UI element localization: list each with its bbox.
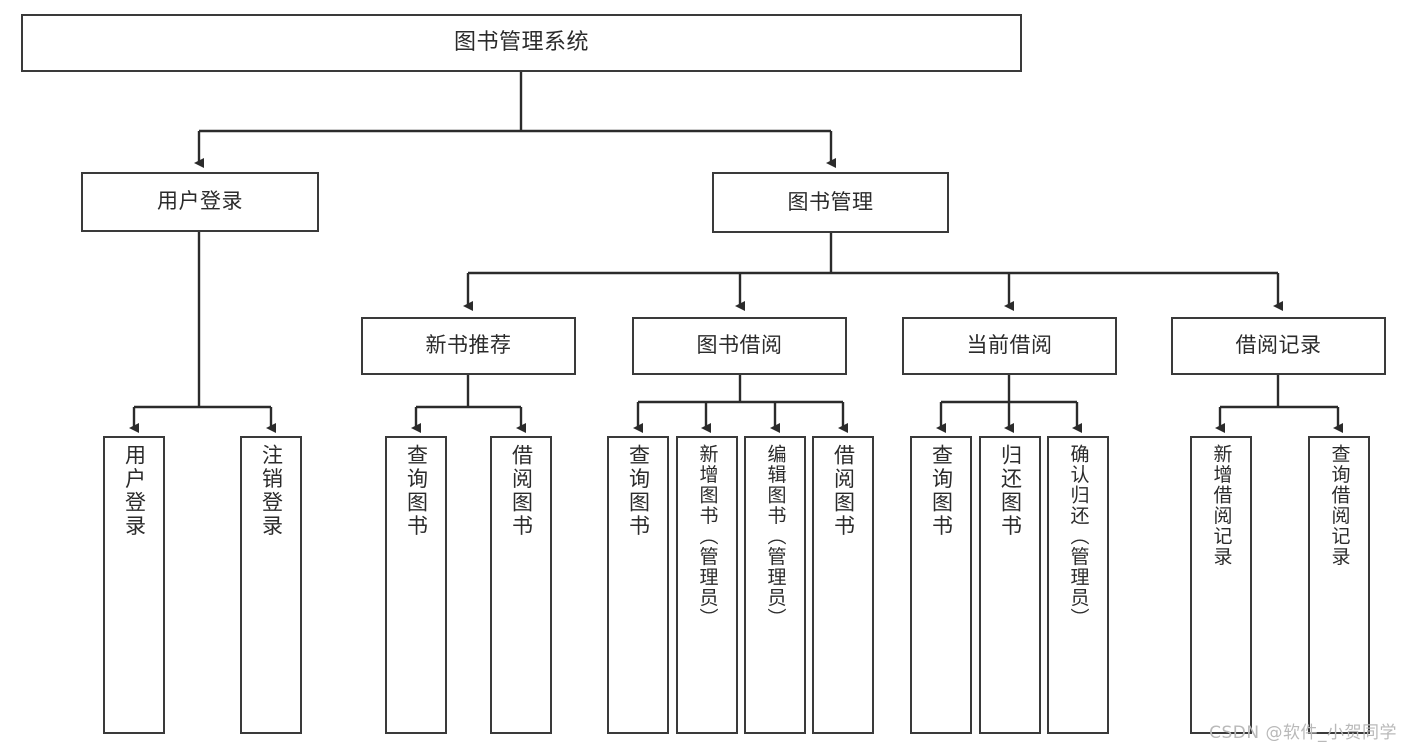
node-label: 查询图书 — [626, 444, 651, 538]
node-label: 图书借阅 — [696, 333, 783, 358]
node-label: 新书推荐 — [425, 333, 512, 358]
node-current-borrowing[interactable]: 当前借阅 — [902, 317, 1117, 375]
node-label: 查询图书 — [929, 444, 954, 538]
node-label: 归还图书 — [998, 444, 1023, 538]
leaf-edit-book-admin[interactable]: 编辑图书（管理员） — [744, 436, 806, 734]
leaf-add-borrowing-record[interactable]: 新增借阅记录 — [1190, 436, 1252, 734]
leaf-query-borrowing-record[interactable]: 查询借阅记录 — [1308, 436, 1370, 734]
leaf-add-book-admin[interactable]: 新增图书（管理员） — [676, 436, 738, 734]
node-label: 当前借阅 — [966, 333, 1053, 358]
node-book-borrowing[interactable]: 图书借阅 — [632, 317, 847, 375]
node-label: 用户登录 — [122, 444, 147, 538]
leaf-query-books-new-recommendation[interactable]: 查询图书 — [385, 436, 447, 734]
node-label: 借阅图书 — [509, 444, 534, 538]
leaf-user-login[interactable]: 用户登录 — [103, 436, 165, 734]
leaf-query-books-borrowing[interactable]: 查询图书 — [607, 436, 669, 734]
node-label: 借阅记录 — [1235, 333, 1322, 358]
node-label: 图书管理 — [787, 189, 874, 214]
node-root-book-management-system[interactable]: 图书管理系统 — [21, 14, 1022, 72]
node-label: 图书管理系统 — [453, 29, 589, 55]
node-user-login[interactable]: 用户登录 — [81, 172, 319, 232]
csdn-watermark: CSDN @软件_小贺同学 — [1209, 723, 1397, 743]
node-label: 注销登录 — [259, 444, 284, 538]
node-label: 借阅图书 — [831, 444, 856, 538]
leaf-return-books[interactable]: 归还图书 — [979, 436, 1041, 734]
node-label: 查询借阅记录 — [1328, 444, 1351, 567]
node-book-management[interactable]: 图书管理 — [712, 172, 949, 233]
node-label: 新增借阅记录 — [1210, 444, 1233, 567]
leaf-confirm-return-admin[interactable]: 确认归还（管理员） — [1047, 436, 1109, 734]
node-label: 确认归还（管理员） — [1067, 444, 1090, 629]
leaf-borrow-books-new-recommendation[interactable]: 借阅图书 — [490, 436, 552, 734]
node-label: 用户登录 — [157, 189, 243, 214]
node-label: 查询图书 — [404, 444, 429, 538]
node-label: 新增图书（管理员） — [696, 444, 719, 629]
node-new-book-recommendation[interactable]: 新书推荐 — [361, 317, 576, 375]
leaf-borrow-books-borrowing[interactable]: 借阅图书 — [812, 436, 874, 734]
node-borrowing-records[interactable]: 借阅记录 — [1171, 317, 1386, 375]
node-label: 编辑图书（管理员） — [764, 444, 787, 629]
leaf-query-books-current[interactable]: 查询图书 — [910, 436, 972, 734]
leaf-logout[interactable]: 注销登录 — [240, 436, 302, 734]
